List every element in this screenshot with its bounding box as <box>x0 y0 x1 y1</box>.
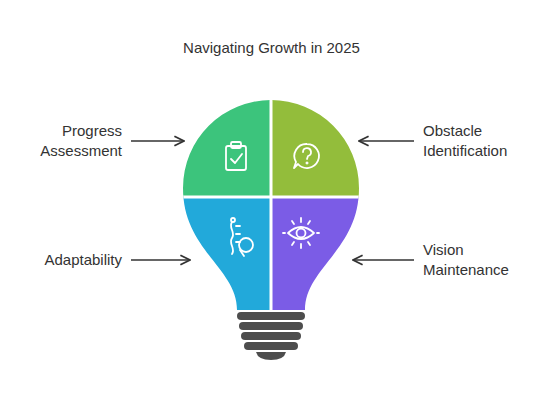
adapting-creature-icon <box>231 218 253 256</box>
bulb-quadrants <box>170 90 371 320</box>
callout-label: Vision Maintenance <box>423 240 535 280</box>
diagram-title: Navigating Growth in 2025 <box>0 38 543 58</box>
eye-icon <box>283 218 319 248</box>
leader-arrow <box>359 140 414 142</box>
leader-arrow <box>131 140 184 142</box>
callout-label: Progress Assessment <box>12 121 122 161</box>
question-bubble-icon <box>294 144 319 168</box>
leader-arrow <box>353 259 414 261</box>
bulb-screw-base <box>237 312 305 360</box>
clipboard-icon <box>226 142 246 170</box>
callout-label: Obstacle Identification <box>423 121 535 161</box>
leader-arrow <box>131 259 190 261</box>
callout-label: Adaptability <box>12 250 122 270</box>
